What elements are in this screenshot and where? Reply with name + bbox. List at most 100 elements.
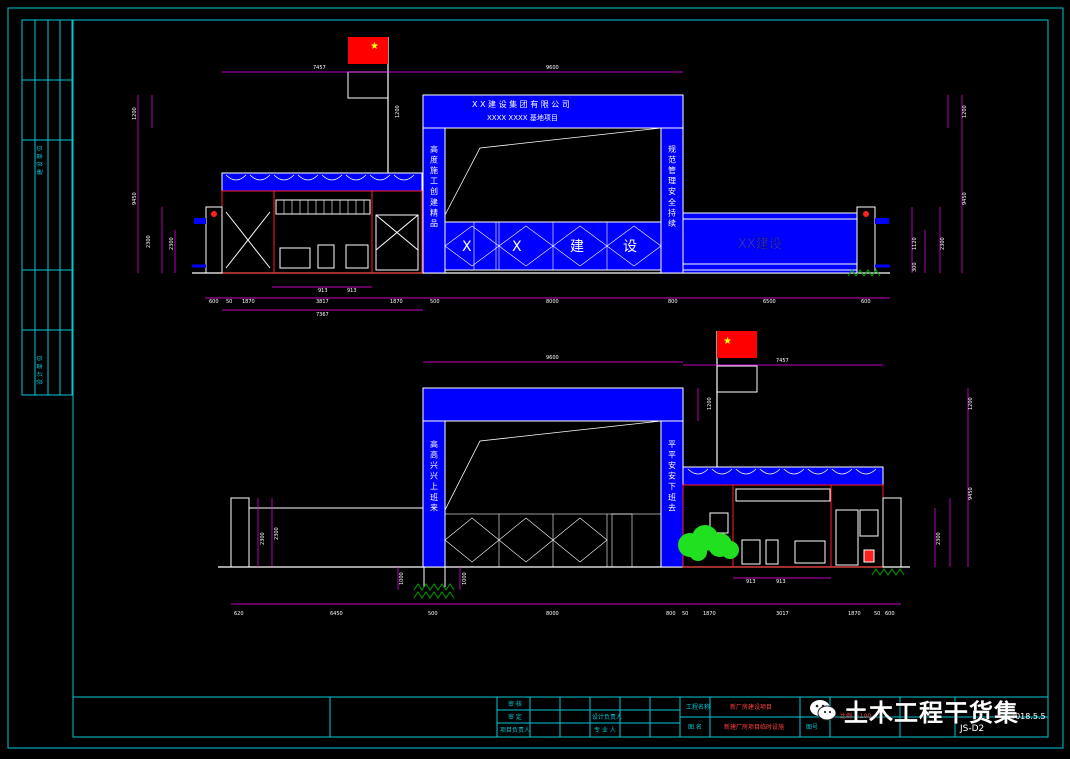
wechat-icon xyxy=(810,700,837,721)
dim-bottom-2: 50 xyxy=(226,299,232,305)
flag-top: ★ xyxy=(347,37,389,173)
dim-b-bottom-1: 620 xyxy=(234,611,244,617)
dim-v-9: 1120 xyxy=(912,237,918,250)
pillar-left-text-bottom: 高 高 兴 兴 上 班 来 xyxy=(430,439,439,512)
dim-top-2: 9600 xyxy=(546,65,559,71)
left-pillar-top xyxy=(192,206,223,274)
dim-top-1: 7457 xyxy=(313,65,326,71)
dim-bottom-sub-2: 913 xyxy=(347,288,357,294)
grass-icon xyxy=(871,568,905,576)
tb-project-label: 工程名称 xyxy=(686,703,710,711)
left-strip-text: 建 设 单 位 设 计 单 位 xyxy=(36,145,44,385)
left-wall-bottom xyxy=(230,497,455,599)
tb-date: 2018.5.5 xyxy=(1010,712,1046,721)
tb-scale: 比例 1:100 xyxy=(840,712,871,720)
dim-b-v-8: 1000 xyxy=(462,572,468,585)
dim-b-v-5: 2300 xyxy=(274,527,280,540)
dim-b-bottom-6: 50 xyxy=(682,611,688,617)
dim-b-v-3: 2300 xyxy=(260,532,266,545)
gate-panel-char-1: X xyxy=(462,239,472,255)
dim-v-2: 1200 xyxy=(395,105,401,118)
dim-v-1: 1200 xyxy=(132,107,138,120)
tb-cell-pm: 项目负责人 xyxy=(500,726,530,734)
dim-v-5: 2300 xyxy=(169,237,175,250)
dim-v-7: 9450 xyxy=(962,192,968,205)
dim-b-bottom-10: 50 xyxy=(874,611,880,617)
tb-cell-specialist: 专 业 人 xyxy=(594,726,616,734)
dim-b-bottom-sub-2: 913 xyxy=(776,579,786,585)
gate-banner-line2: XXXX XXXX 基地项目 xyxy=(487,113,558,122)
dim-v-4: 2300 xyxy=(146,235,152,248)
dim-bottom-1: 600 xyxy=(209,299,219,305)
right-wall-top: XX建设 xyxy=(682,206,890,277)
tb-cell-approve: 审 定 xyxy=(508,713,522,721)
pillar-left-text-top: 高 度 施 工 创 建 精 品 xyxy=(430,144,439,228)
dim-bottom-sub-1: 913 xyxy=(318,288,328,294)
gate-panel-char-2: X xyxy=(512,239,522,255)
logo-icon xyxy=(863,211,869,217)
title-block: 审 核 审 定 项目负责人 设计负责人 专 业 人 工程名称 新厂房建设项目 图… xyxy=(500,700,1046,734)
dim-bottom-10: 600 xyxy=(861,299,871,305)
flag-star-icon: ★ xyxy=(370,41,379,52)
left-strip-bottom-text: 设 计 单 位 xyxy=(36,355,44,385)
dim-b-v-1: 1200 xyxy=(707,397,713,410)
guardhouse-bottom xyxy=(682,466,905,576)
main-gate-bottom: 高 高 兴 兴 上 班 来 平 平 安 安 下 班 去 xyxy=(422,387,684,568)
dim-b-bottom-3: 500 xyxy=(428,611,438,617)
dimensions-bottom xyxy=(231,361,969,605)
left-strip-top-text: 建 设 单 位 xyxy=(36,145,44,175)
dim-b-bottom-5: 800 xyxy=(666,611,676,617)
shrub-icon xyxy=(678,525,739,561)
wall-text-top: XX建设 xyxy=(738,237,782,252)
tb-cell-review: 审 核 xyxy=(508,700,522,708)
flag-star-icon: ★ xyxy=(723,336,732,347)
dim-bottom-3: 1870 xyxy=(242,299,255,305)
dim-bottom-4: 3817 xyxy=(316,299,329,305)
watermark: 土木工程干货集 xyxy=(808,690,1058,730)
gate-banner-line1: X X 建 设 集 团 有 限 公 司 xyxy=(472,99,570,109)
pillar-right-text-bottom: 平 平 安 安 下 班 去 xyxy=(668,440,677,512)
dim-v-8: 2300 xyxy=(940,237,946,250)
dim-v-6: 1200 xyxy=(962,105,968,118)
dim-b-bottom-9: 1870 xyxy=(848,611,861,617)
gate-panel-char-4: 设 xyxy=(623,239,637,255)
tb-drawing-label: 图 名 xyxy=(688,723,702,731)
dim-b-top-1: 9600 xyxy=(546,355,559,361)
extinguisher-icon xyxy=(863,549,875,563)
dim-v-3: 9450 xyxy=(132,192,138,205)
watermark-text: 土木工程干货集 xyxy=(844,698,1019,727)
dim-b-v-2: 9450 xyxy=(968,487,974,500)
pillar-right-text-top: 规 范 管 理 安 全 持 续 xyxy=(668,144,677,228)
dimensions-top xyxy=(137,71,963,311)
logo-icon xyxy=(211,211,217,217)
dim-b-v-7: 1000 xyxy=(399,572,405,585)
drawing-frame xyxy=(7,7,1064,749)
tb-drawing-value: 新建厂房项目临时设施 xyxy=(724,723,784,731)
grass-icon xyxy=(847,269,881,277)
flag-bottom: ★ xyxy=(716,331,758,467)
dim-bottom-8: 800 xyxy=(668,299,678,305)
dimension-labels-bottom: 9600 7457 620 6450 500 8000 800 50 1870 … xyxy=(234,355,974,617)
dim-b-bottom-11: 600 xyxy=(885,611,895,617)
main-gate-top: X X 建 设 集 团 有 限 公 司 XXXX XXXX 基地项目 高 度 施… xyxy=(422,94,684,274)
dim-bottom-6: 500 xyxy=(430,299,440,305)
tb-project-value: 新厂房建设项目 xyxy=(730,703,772,711)
dim-b-bottom-4: 8000 xyxy=(546,611,559,617)
tb-code-label: 图号 xyxy=(806,724,818,731)
guardhouse-top xyxy=(221,172,423,274)
tb-cell-design-lead: 设计负责人 xyxy=(592,713,622,721)
dim-bottom-total: 7367 xyxy=(316,312,329,318)
dim-b-bottom-sub-1: 913 xyxy=(746,579,756,585)
dim-bottom-7: 8000 xyxy=(546,299,559,305)
dim-b-top-2: 7457 xyxy=(776,358,789,364)
dim-bottom-9: 6500 xyxy=(763,299,776,305)
dim-bottom-5: 1870 xyxy=(390,299,403,305)
dim-b-bottom-7: 1870 xyxy=(703,611,716,617)
dim-v-10: 300 xyxy=(912,262,918,272)
dim-b-v-6: 2300 xyxy=(936,532,942,545)
tb-sheet-no: JS-D2 xyxy=(959,724,984,734)
dim-b-bottom-8: 3017 xyxy=(776,611,789,617)
gate-panel-char-3: 建 xyxy=(570,239,584,255)
